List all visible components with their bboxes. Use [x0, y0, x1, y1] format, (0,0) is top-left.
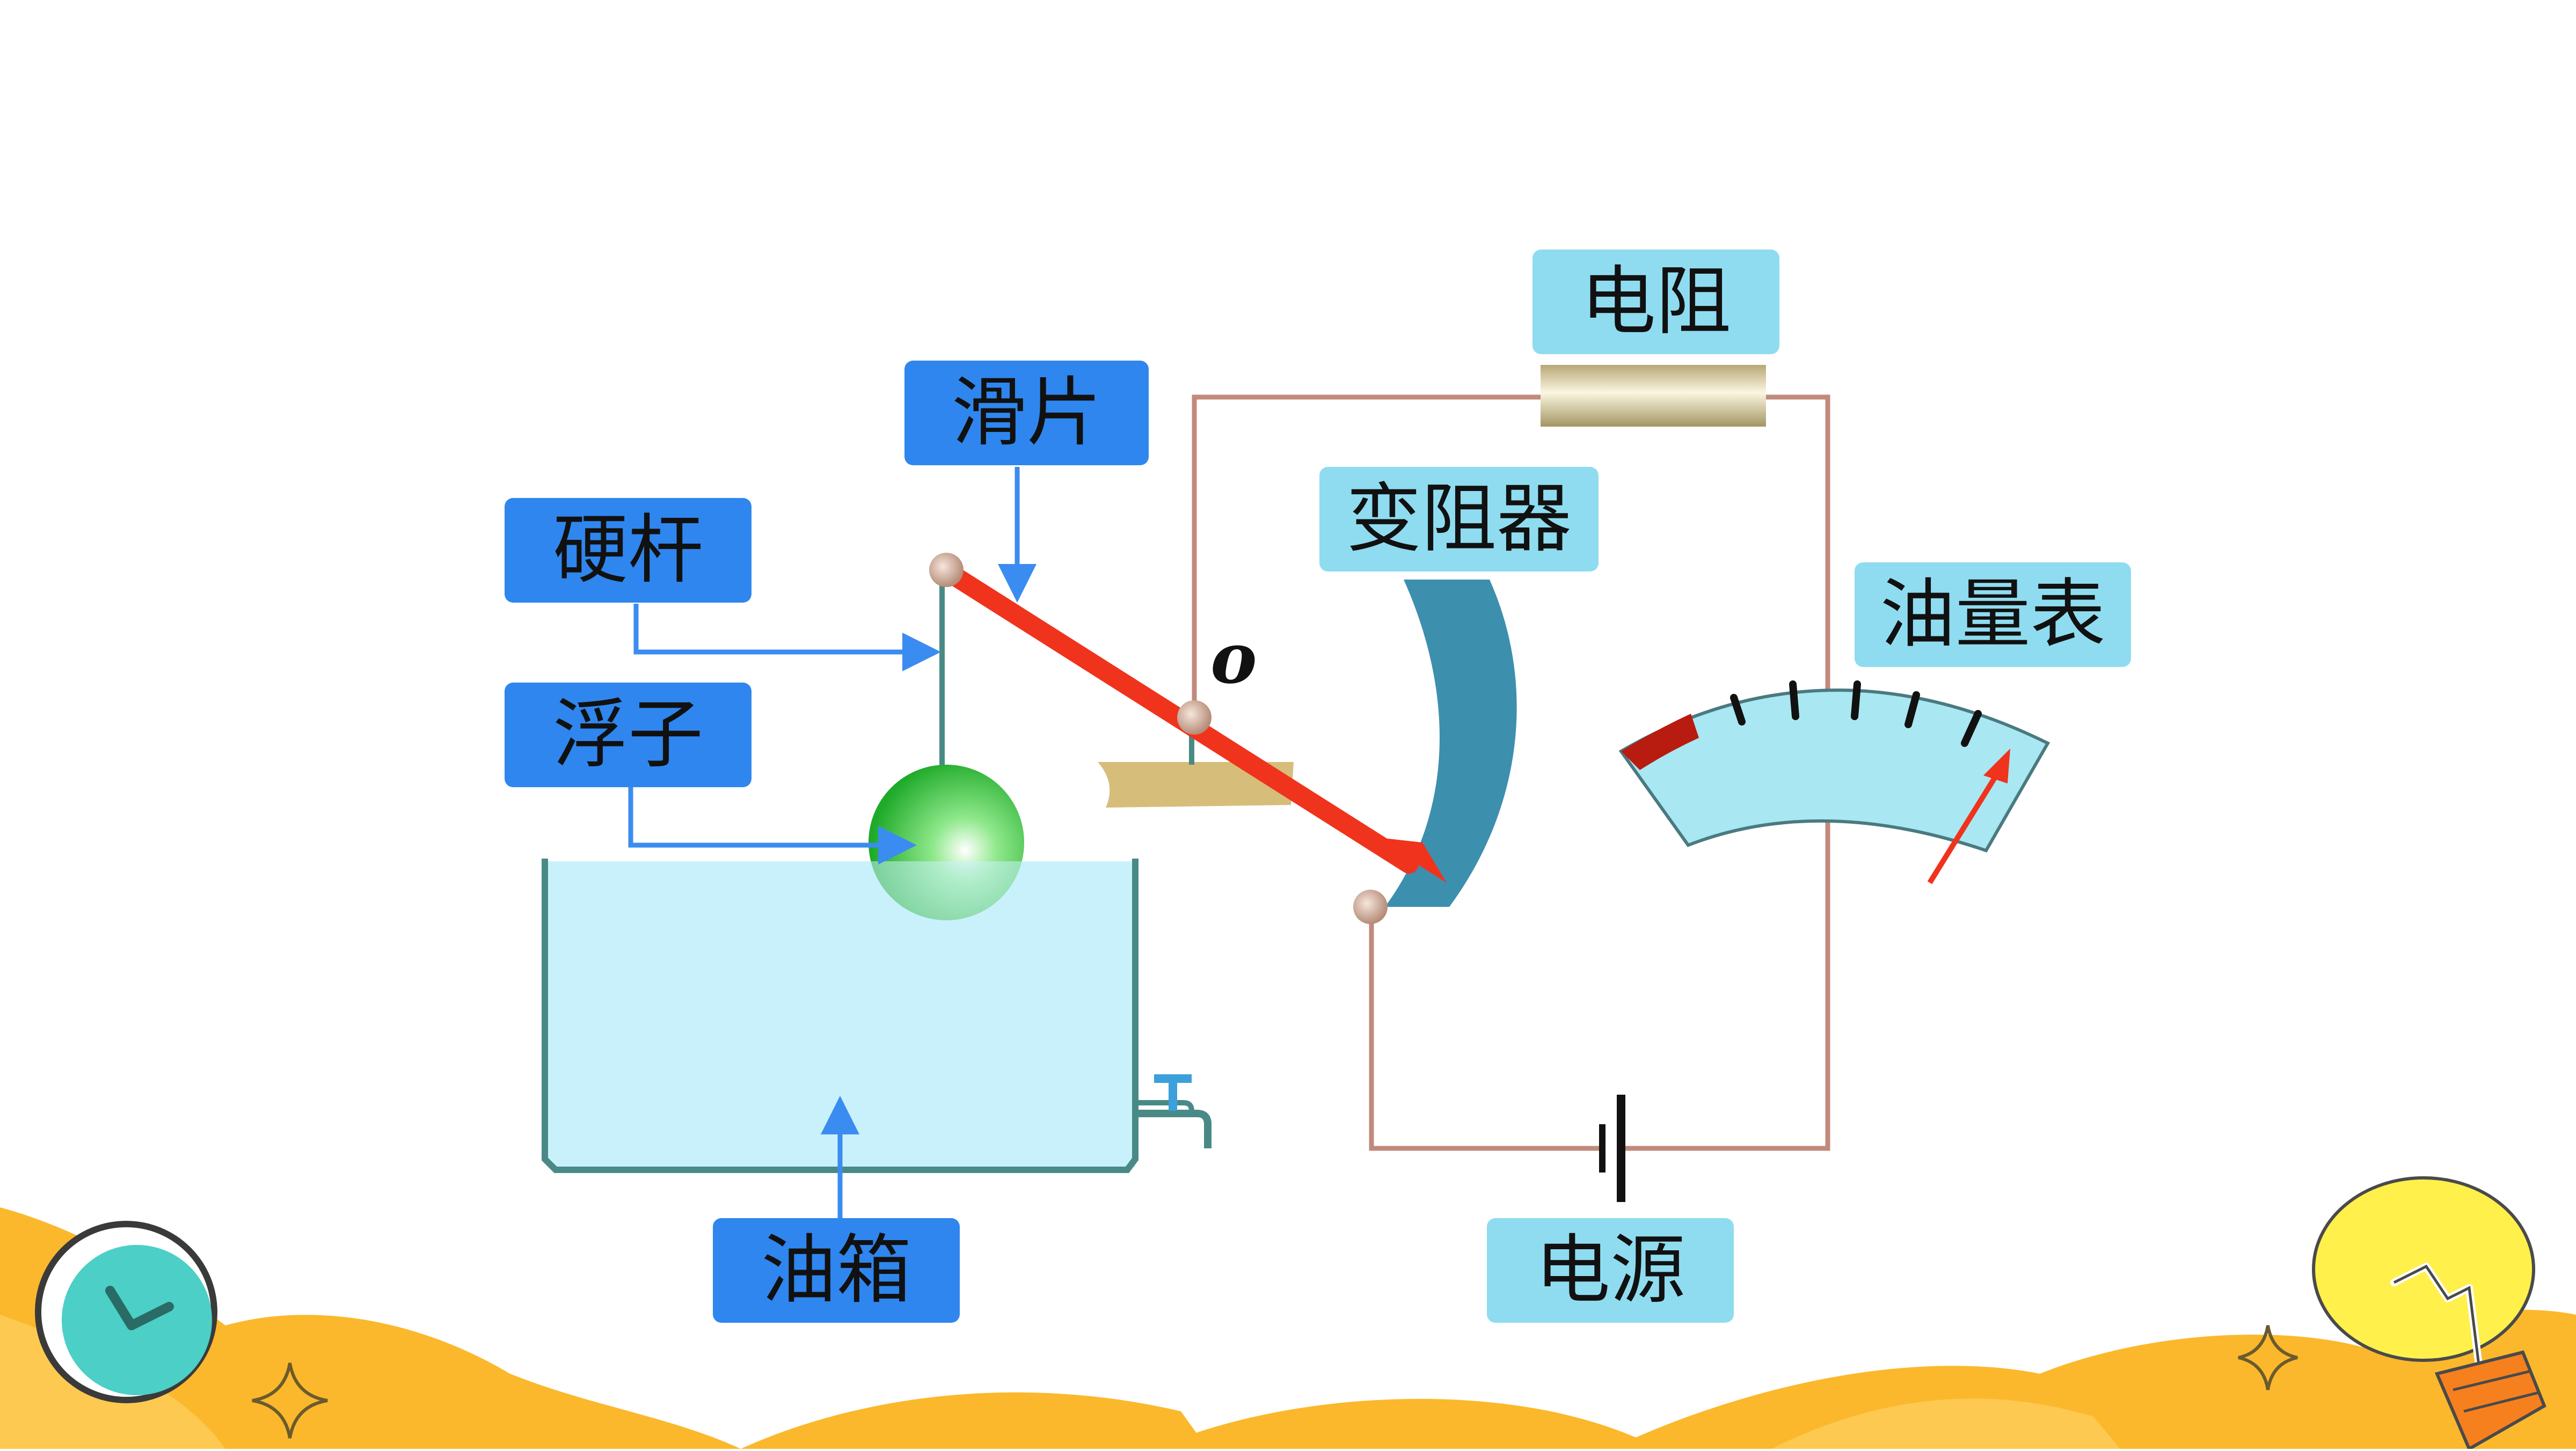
- float: [869, 571, 1024, 939]
- terminal-nodes: [929, 553, 1388, 924]
- label-resistor: 电阻: [1533, 250, 1779, 354]
- battery: [1599, 1095, 1625, 1202]
- rod-pointer-arrow: [633, 604, 941, 671]
- oil-tank: [542, 859, 1212, 1173]
- footer-decoration: [0, 1207, 2576, 1449]
- lightbulb-icon: [2312, 1176, 2546, 1451]
- float-pointer-arrow: [628, 786, 917, 864]
- clock-icon: [35, 1221, 217, 1403]
- rheostat: [1385, 580, 1517, 907]
- fuel-gauge: [1618, 680, 2050, 884]
- label-float: 浮子: [505, 683, 751, 787]
- label-rheostat: 变阻器: [1319, 467, 1599, 571]
- sparkle-icon: [252, 1362, 328, 1439]
- label-tank: 油箱: [713, 1218, 960, 1323]
- label-slider: 滑片: [904, 361, 1149, 465]
- pointer-arrows: [628, 467, 1037, 1218]
- sparkle-icon: [2238, 1325, 2298, 1390]
- resistor: [1541, 365, 1766, 427]
- label-gauge: 油量表: [1855, 562, 2131, 667]
- label-rod: 硬杆: [505, 498, 751, 603]
- label-power: 电源: [1487, 1218, 1734, 1323]
- pivot-label: o: [1210, 617, 1257, 699]
